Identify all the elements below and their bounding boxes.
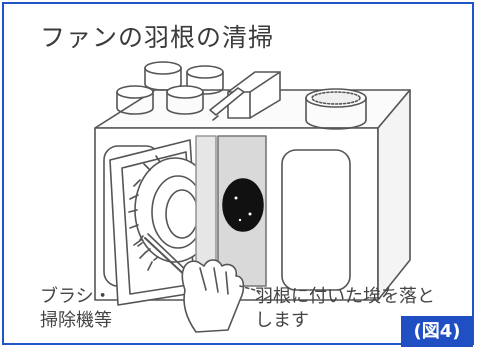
brush-vacuum-caption-line1: ブラシ・ (40, 286, 112, 307)
brush-vacuum-caption-line2: 掃除機等 (40, 310, 112, 331)
dust-removal-caption: 羽根に付いた埃を落と します (255, 285, 435, 333)
top-pods (116, 61, 224, 115)
brush-vacuum-caption: ブラシ・ 掃除機等 (40, 285, 112, 333)
dust-removal-caption-line2: します (255, 310, 309, 331)
dust-removal-caption-line1: 羽根に付いた埃を落と (255, 286, 435, 307)
figure-number-badge: (図4) (401, 316, 473, 347)
figure-title: ファンの羽根の清掃 (40, 23, 275, 52)
